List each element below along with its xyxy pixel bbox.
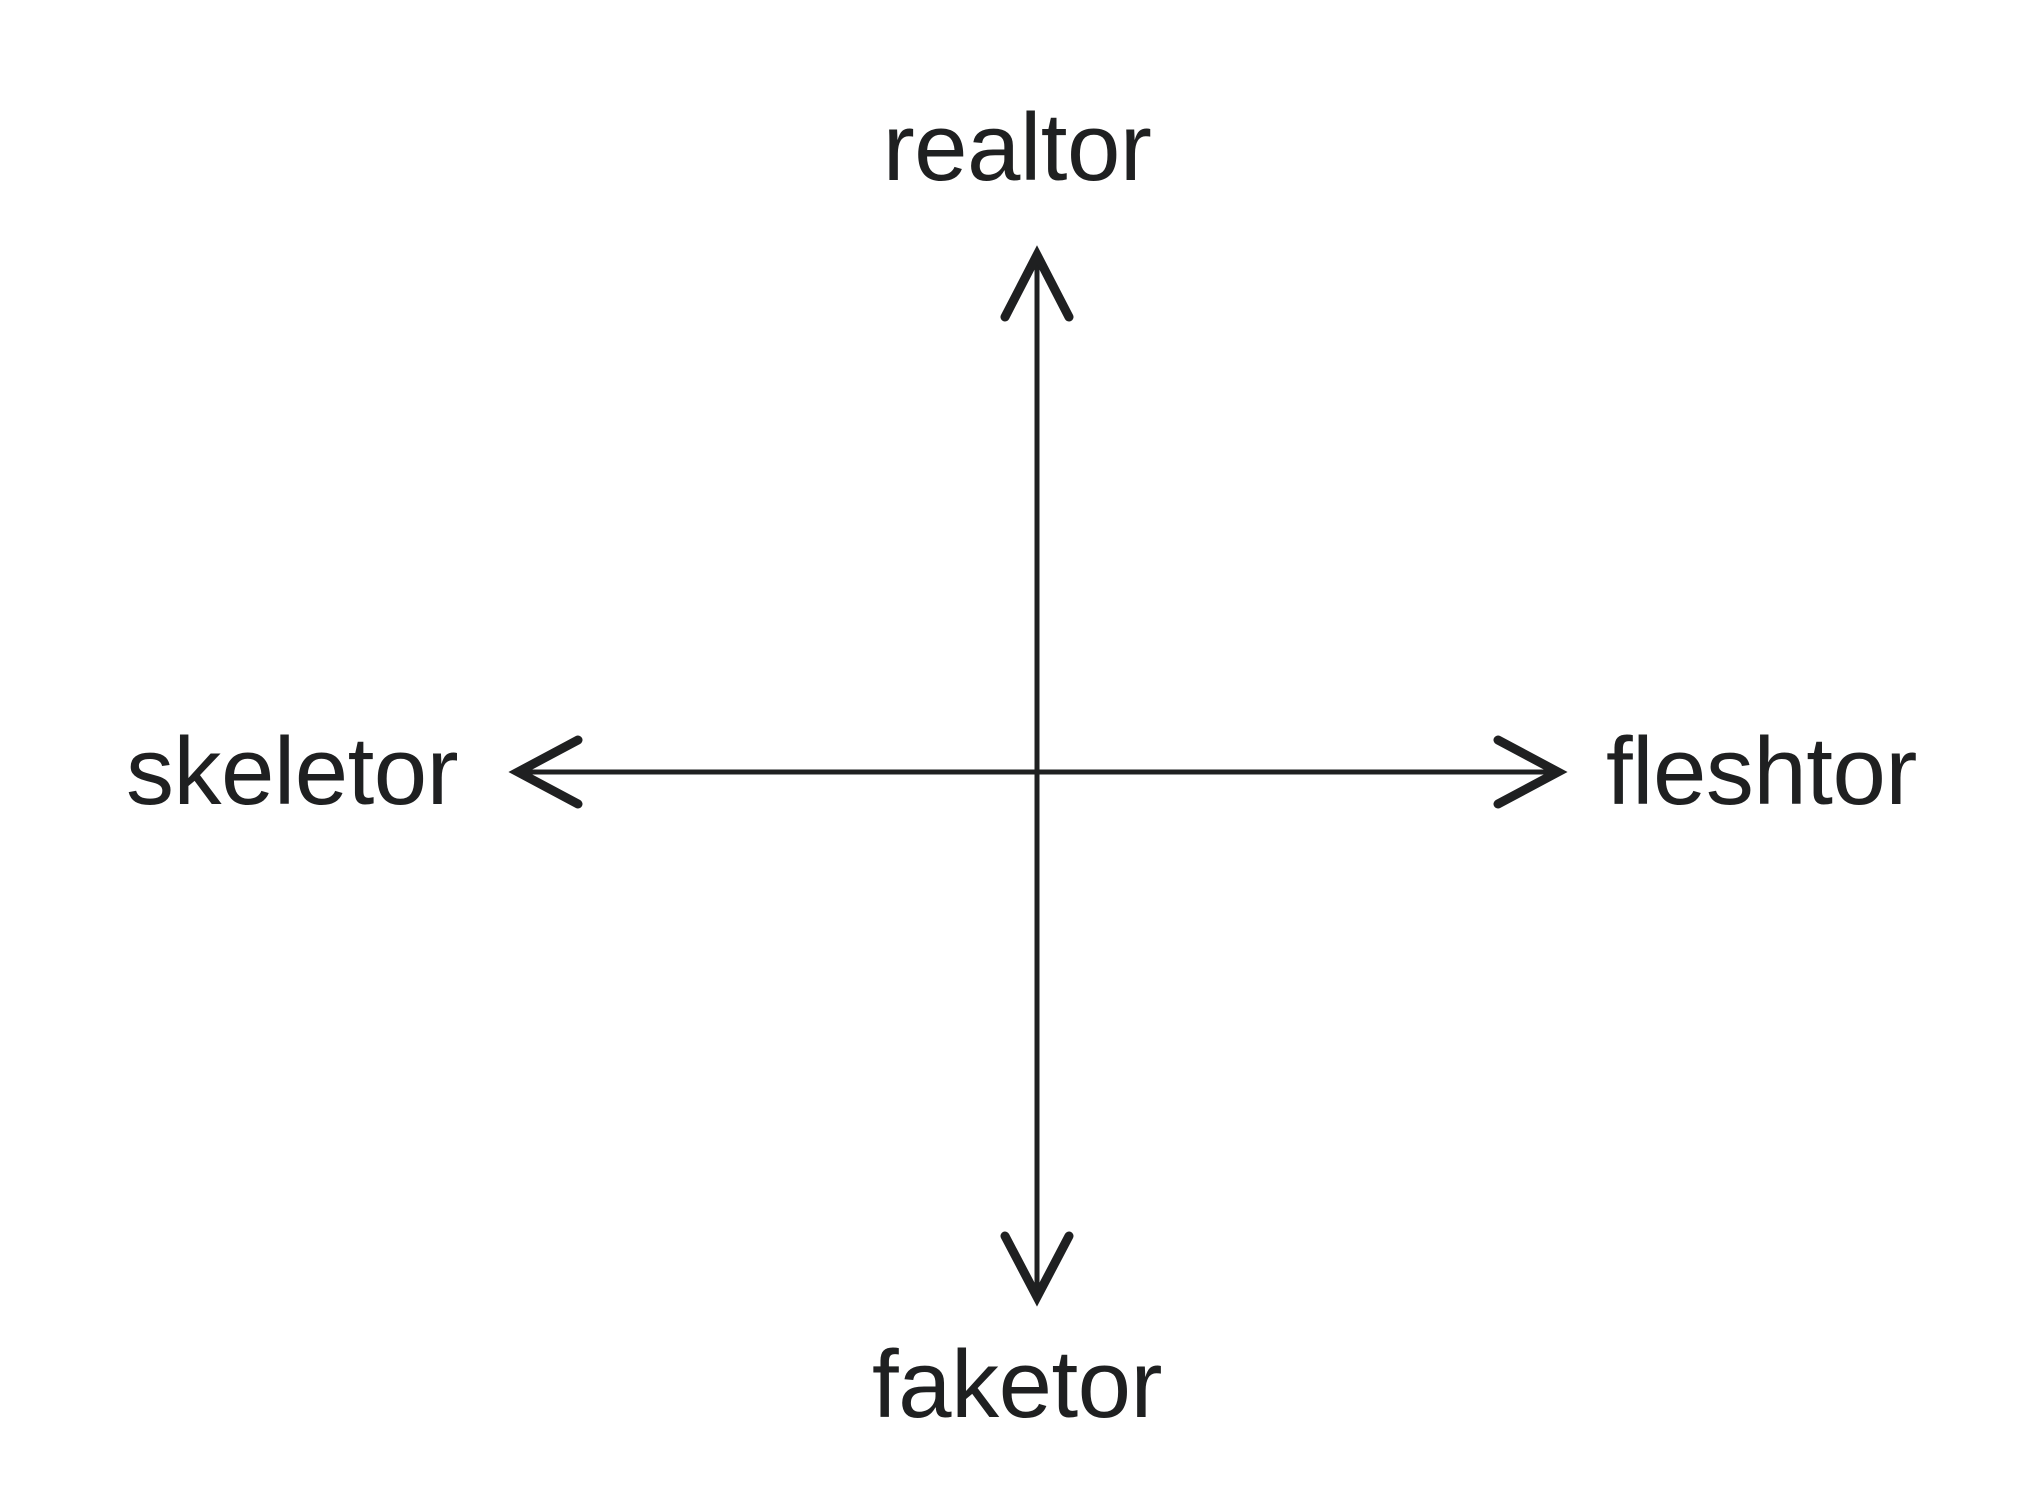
axis-label-right: fleshtor — [1606, 718, 1917, 825]
arrowhead-right-icon — [1493, 735, 1568, 809]
arrowhead-left-icon — [508, 735, 583, 809]
arrowhead-down-icon — [1000, 1231, 1074, 1307]
axis-label-top: realtor — [882, 94, 1152, 201]
arrowhead-up-icon — [1000, 245, 1074, 322]
axis-label-left: skeletor — [126, 718, 459, 825]
axis-label-bottom: faketor — [872, 1331, 1162, 1438]
